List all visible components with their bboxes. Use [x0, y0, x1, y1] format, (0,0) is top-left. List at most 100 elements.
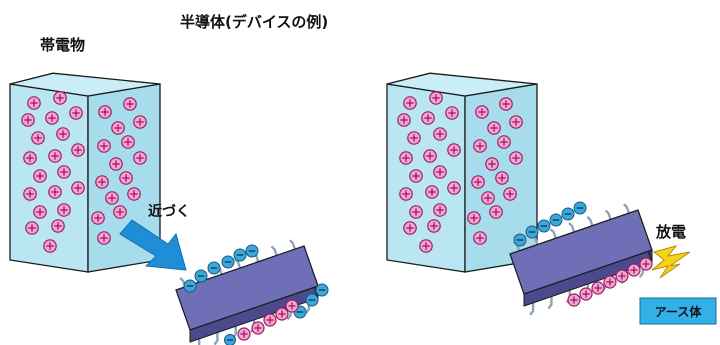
plus-charge-icon: [403, 221, 417, 235]
plus-charge-icon: [509, 151, 523, 165]
plus-charge-icon: [127, 187, 141, 201]
plus-charge-icon: [409, 205, 423, 219]
left-scene: [9, 72, 329, 345]
minus-charge-icon: [245, 244, 259, 258]
minus-charge-icon: [315, 283, 329, 297]
plus-charge-icon: [433, 203, 447, 217]
minus-charge-icon: [549, 213, 563, 227]
plus-charge-icon: [97, 231, 111, 245]
plus-charge-icon: [251, 321, 265, 335]
plus-charge-icon: [23, 151, 37, 165]
plus-charge-icon: [591, 281, 605, 295]
plus-charge-icon: [119, 171, 133, 185]
plus-charge-icon: [397, 113, 411, 127]
plus-charge-icon: [499, 97, 513, 111]
plus-charge-icon: [467, 211, 481, 225]
plus-charge-icon: [503, 187, 517, 201]
plus-charge-icon: [603, 275, 617, 289]
plus-charge-icon: [473, 139, 487, 153]
chip-pin: [213, 332, 219, 345]
plus-charge-icon: [31, 131, 45, 145]
plus-charge-icon: [399, 151, 413, 165]
plus-charge-icon: [109, 157, 123, 171]
minus-charge-icon: [573, 201, 587, 215]
minus-charge-icon: [194, 269, 208, 283]
plus-charge-icon: [33, 169, 47, 183]
plus-charge-icon: [427, 219, 441, 233]
plus-charge-icon: [237, 327, 251, 341]
plus-charge-icon: [43, 239, 57, 253]
plus-charge-icon: [475, 105, 489, 119]
earth-body-label: アース体: [655, 304, 703, 319]
chip-pin: [529, 302, 535, 316]
plus-charge-icon: [53, 91, 67, 105]
chip-pin: [289, 239, 296, 250]
plus-charge-icon: [421, 111, 435, 125]
approach-arrow: [119, 219, 187, 271]
plus-charge-icon: [487, 121, 501, 135]
minus-charge-icon: [561, 207, 575, 221]
plus-charge-icon: [48, 149, 62, 163]
plus-charge-icon: [425, 185, 439, 199]
plus-charge-icon: [48, 185, 62, 199]
chip-pin: [549, 228, 557, 239]
plus-charge-icon: [489, 205, 503, 219]
plus-charge-icon: [485, 157, 499, 171]
minus-charge-icon: [224, 334, 236, 345]
plus-charge-icon: [429, 91, 443, 105]
plus-charge-icon: [423, 149, 437, 163]
plus-charge-icon: [497, 135, 511, 149]
minus-charge-icon: [525, 225, 539, 239]
minus-charge-icon: [305, 293, 319, 307]
plus-charge-icon: [275, 307, 289, 321]
plus-charge-icon: [447, 143, 461, 157]
charged-body-label: 帯電物: [40, 36, 85, 54]
chip-pin: [197, 338, 201, 345]
plus-charge-icon: [639, 257, 653, 271]
plus-charge-icon: [627, 263, 641, 277]
chip-pin: [568, 222, 576, 233]
plus-charge-icon: [113, 205, 127, 219]
chip-top: [509, 209, 653, 295]
plus-charge-icon: [579, 287, 593, 301]
plus-charge-icon: [71, 143, 85, 157]
plus-charge-icon: [433, 165, 447, 179]
plus-charge-icon: [509, 115, 523, 129]
plus-charge-icon: [111, 121, 125, 135]
plus-charge-icon: [409, 169, 423, 183]
plus-charge-icon: [133, 115, 147, 129]
chip-pin: [270, 245, 278, 256]
plus-charge-icon: [433, 127, 447, 141]
plus-charge-icon: [97, 139, 111, 153]
plus-charge-icon: [445, 106, 459, 120]
chip-pin: [604, 209, 612, 220]
plus-charge-icon: [263, 313, 277, 327]
plus-charge-icon: [45, 111, 59, 125]
spark-icon: [651, 245, 691, 279]
plus-charge-icon: [21, 113, 35, 127]
right-scene: [386, 72, 691, 316]
earth-body-box: [639, 297, 717, 325]
minus-charge-icon: [207, 261, 221, 275]
minus-charge-icon: [233, 248, 247, 262]
plus-charge-icon: [419, 239, 433, 253]
plus-charge-icon: [71, 181, 85, 195]
plus-charge-icon: [98, 105, 112, 119]
approach-label: 近づく: [148, 203, 190, 220]
plus-charge-icon: [69, 106, 83, 120]
semiconductor-title: 半導体(デバイスの例): [180, 13, 328, 31]
plus-charge-icon: [23, 187, 37, 201]
plus-charge-icon: [56, 127, 70, 141]
chip-pin: [547, 296, 553, 310]
plus-charge-icon: [495, 171, 509, 185]
plus-charge-icon: [567, 293, 581, 307]
minus-charge-icon: [221, 255, 235, 269]
plus-charge-icon: [399, 187, 413, 201]
semiconductor-chip: [175, 239, 319, 345]
discharge-label: 放電: [655, 223, 686, 241]
plus-charge-icon: [615, 269, 629, 283]
plus-charge-icon: [473, 231, 487, 245]
plus-charge-icon: [407, 131, 421, 145]
chip-pin: [623, 203, 630, 214]
minus-charge-icon: [513, 233, 527, 247]
